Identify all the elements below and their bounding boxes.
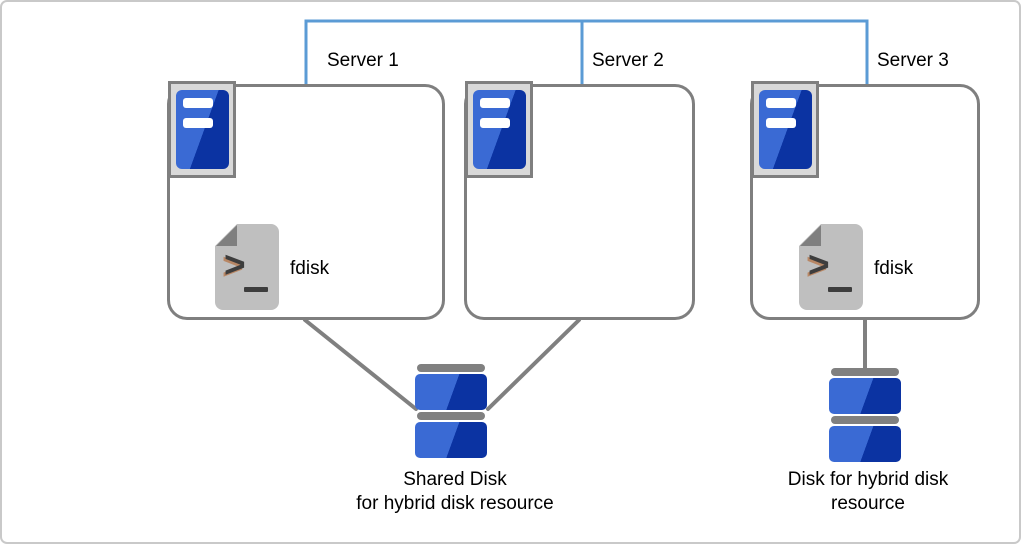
disk-platter-icon <box>415 422 487 458</box>
server-tower-icon <box>175 90 229 169</box>
page-fold-icon <box>800 225 821 246</box>
page-fold-icon <box>216 225 237 246</box>
disk-platter-icon <box>415 374 487 410</box>
server2-label: Server 2 <box>592 50 664 71</box>
fdisk-label-server3: fdisk <box>874 258 914 279</box>
hybrid-disk-caption: Disk for hybrid disk resource <box>765 468 971 516</box>
disk-bar-icon <box>831 368 899 376</box>
disk-bar-icon <box>417 364 485 372</box>
cursor-underscore-glyph <box>244 287 268 292</box>
disk-bar-icon <box>417 412 485 420</box>
caption-line: Disk for hybrid disk <box>787 469 949 490</box>
server2-box <box>464 84 695 320</box>
link-server1-shared-disk-line <box>303 318 418 411</box>
server-slot-icon <box>479 118 510 128</box>
caption-line: for hybrid disk resource <box>356 493 554 514</box>
disk-platter-icon <box>829 426 901 462</box>
caption-line: Shared Disk <box>403 469 507 490</box>
server1-label: Server 1 <box>327 50 399 71</box>
disk-platter-icon <box>829 378 901 414</box>
server-slot-icon <box>765 98 796 108</box>
caption-line: resource <box>831 493 905 514</box>
cursor-underscore-glyph <box>828 287 852 292</box>
server3-label: Server 3 <box>877 50 949 71</box>
server-icon <box>465 81 533 178</box>
hybrid-disk-icon <box>829 368 901 464</box>
shared-disk-caption: Shared Disk for hybrid disk resource <box>330 468 580 516</box>
script-file-icon: > <box>798 223 863 310</box>
shell-prompt-glyph: > <box>224 244 246 285</box>
server-slot-icon <box>182 98 213 108</box>
server-icon <box>168 81 236 178</box>
server-tower-icon <box>472 90 526 169</box>
fdisk-label-server1: fdisk <box>290 258 330 279</box>
disk-bar-icon <box>831 416 899 424</box>
link-server2-shared-disk-line <box>486 318 581 411</box>
server-icon <box>751 81 819 178</box>
shared-disk-icon <box>415 364 487 460</box>
script-file-icon: > <box>214 223 279 310</box>
shell-prompt-glyph: > <box>808 244 830 285</box>
server-slot-icon <box>182 118 213 128</box>
server-slot-icon <box>765 118 796 128</box>
server-slot-icon <box>479 98 510 108</box>
server-tower-icon <box>758 90 812 169</box>
